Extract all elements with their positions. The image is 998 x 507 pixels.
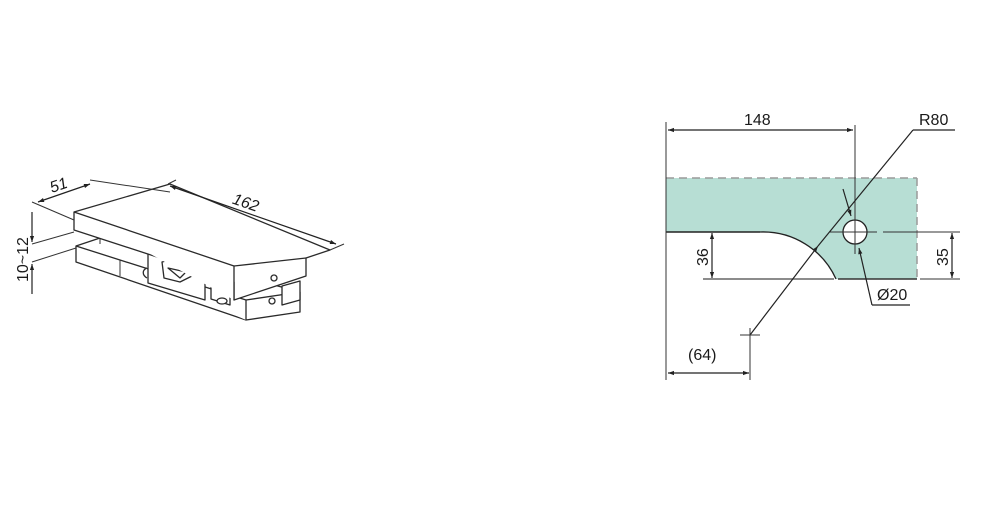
dim-35: 35 bbox=[920, 233, 960, 280]
glass-panel bbox=[666, 178, 917, 279]
dim-r80: R80 bbox=[749, 112, 955, 336]
dim-label-o20: Ø20 bbox=[877, 287, 907, 304]
dim-148: 148 bbox=[665, 112, 853, 380]
dim-label-r80: R80 bbox=[919, 112, 948, 129]
dim-thickness-10-12: 10~12 bbox=[15, 212, 77, 294]
dim-label-148: 148 bbox=[744, 112, 771, 129]
dim-label-64: (64) bbox=[688, 347, 716, 364]
dim-o20: Ø20 bbox=[858, 247, 910, 306]
dim-width-51: 51 bbox=[31, 175, 171, 221]
clamp-lower-body bbox=[75, 237, 301, 321]
dim-64: (64) bbox=[668, 328, 760, 380]
dim-label-35: 35 bbox=[935, 248, 952, 266]
dim-label-51: 51 bbox=[48, 175, 70, 197]
glass-cutout-view: 148 R80 Ø20 36 35 bbox=[665, 112, 960, 380]
dim-36: 36 bbox=[695, 233, 715, 278]
dim-label-36: 36 bbox=[695, 248, 712, 266]
dim-label-10-12: 10~12 bbox=[15, 237, 32, 282]
isometric-clamp-view: 51 162 10~12 bbox=[15, 175, 345, 321]
